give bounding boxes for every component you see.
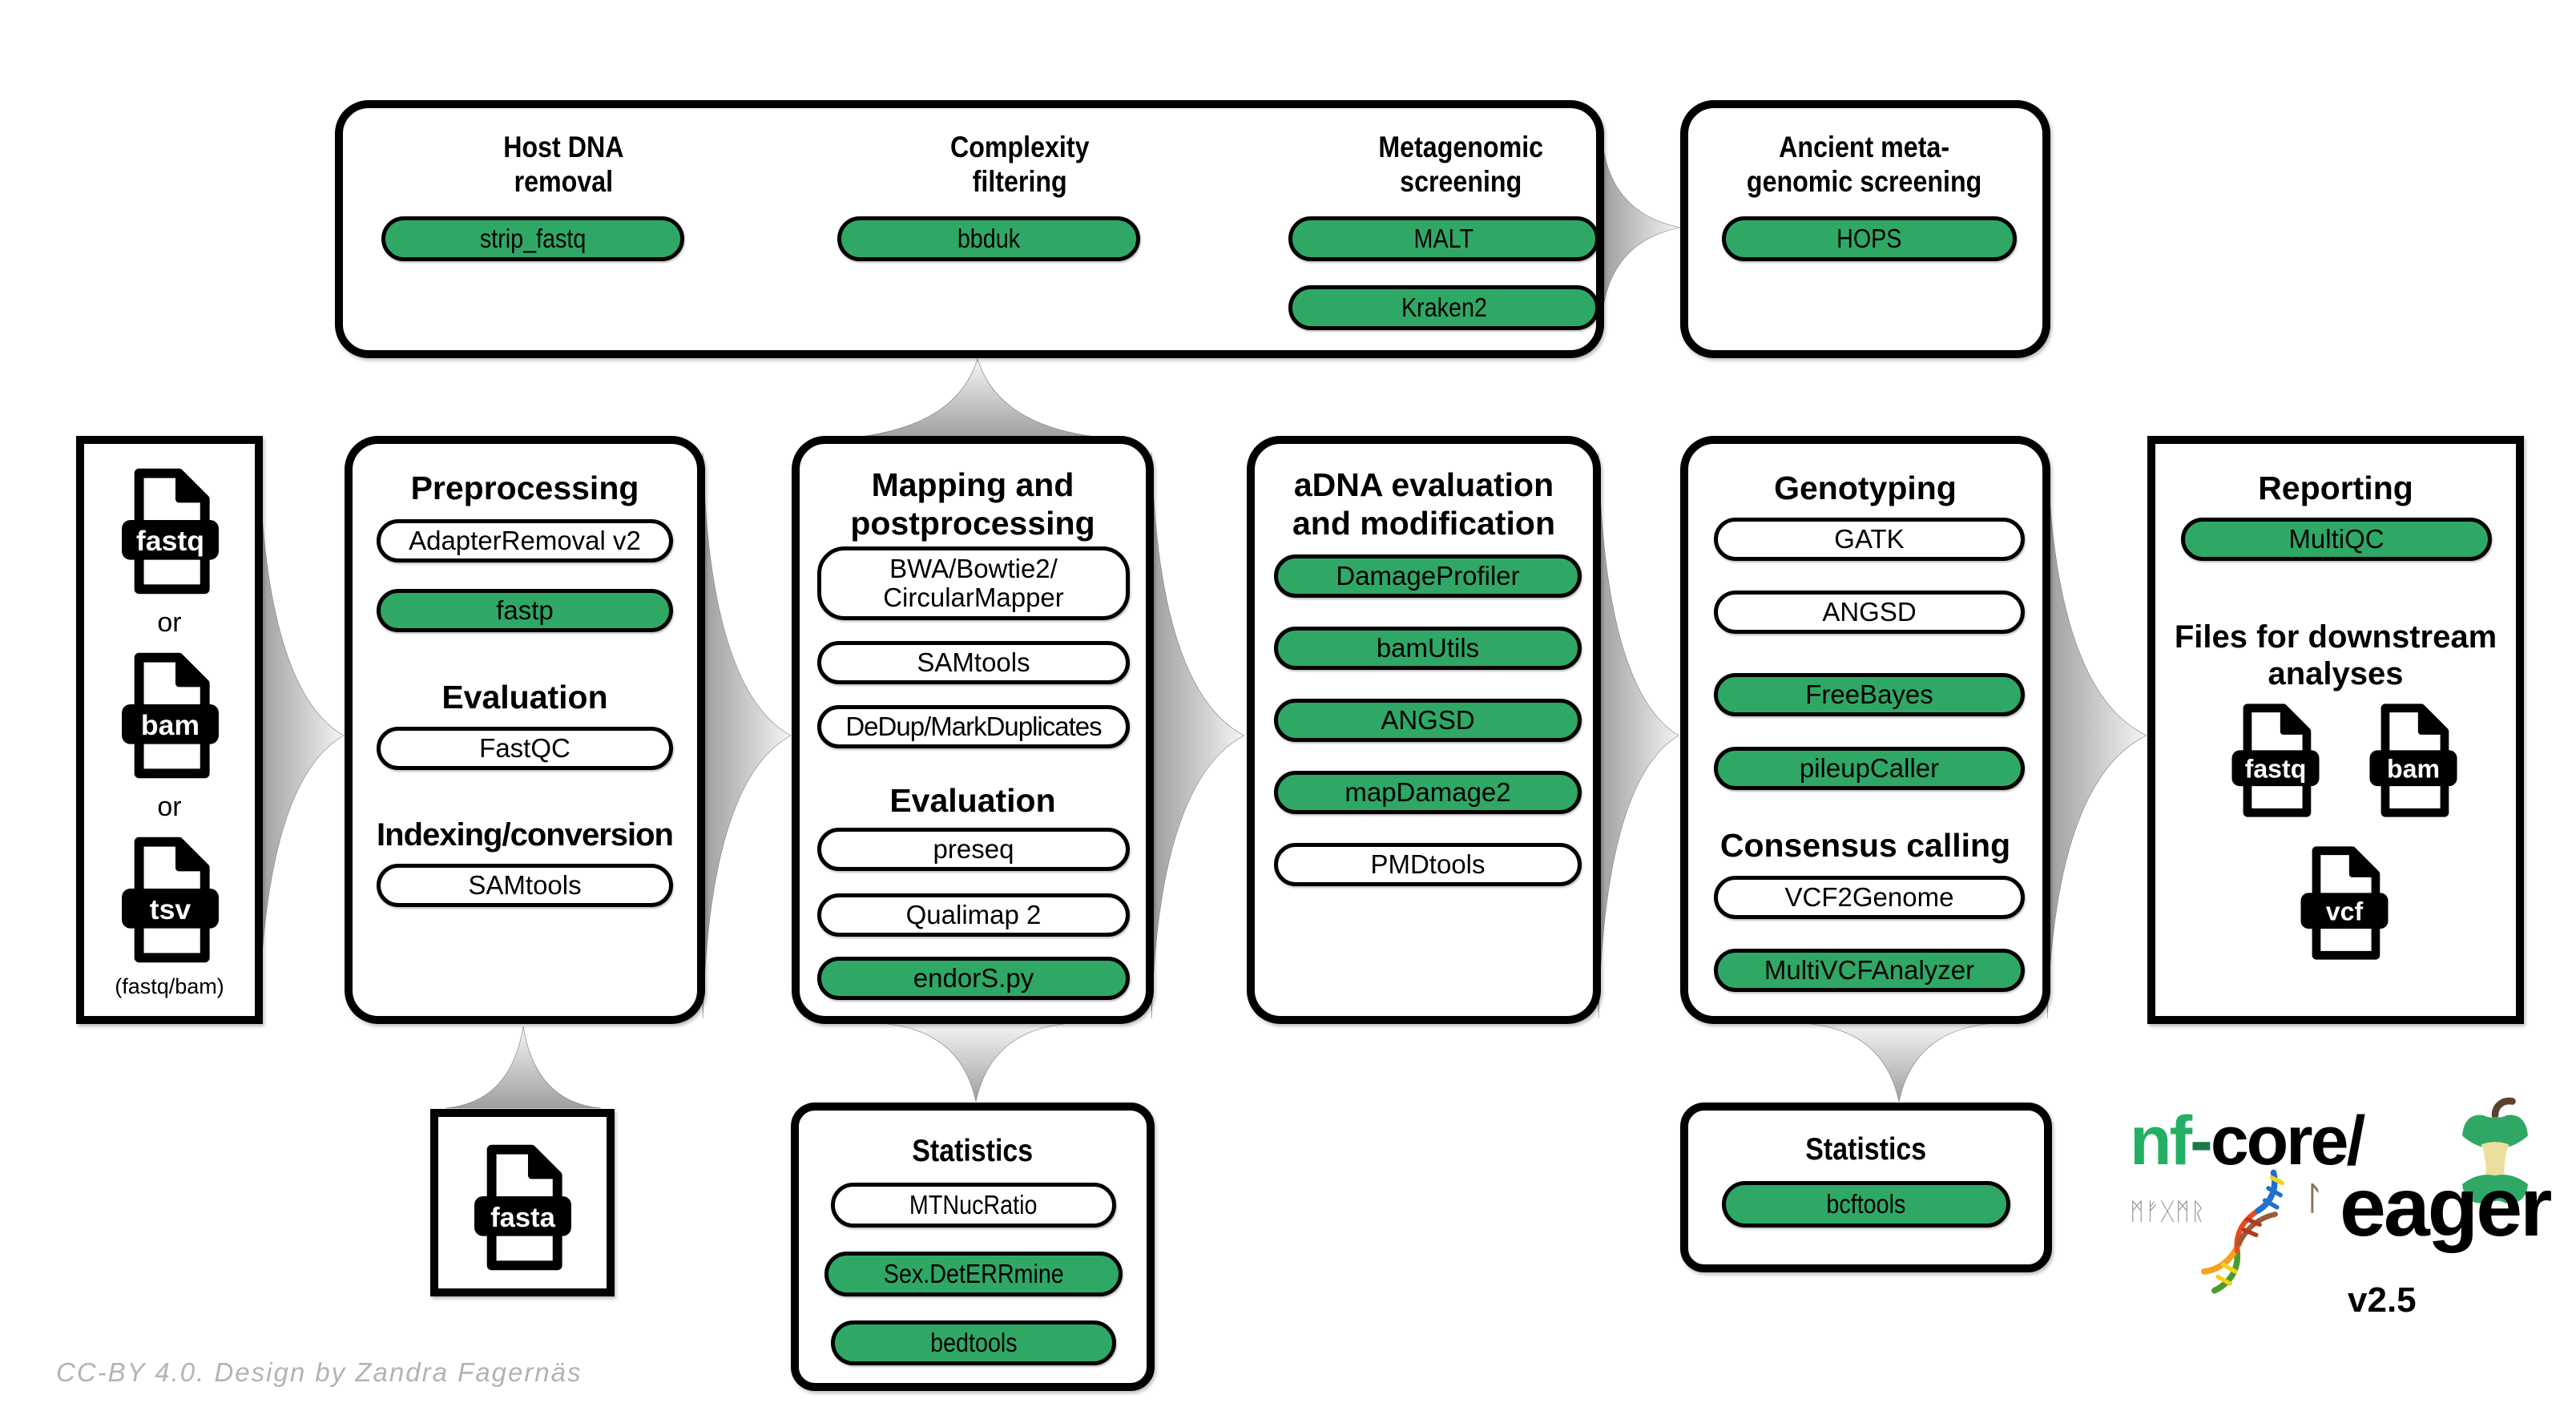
- tool-pill-bwa-bowtie2-circularmapper: BWA/Bowtie2/CircularMapper: [817, 546, 1130, 620]
- tool-pill-pileupcaller: pileupCaller: [1714, 747, 2025, 790]
- statistics-heading: Statistics: [912, 1134, 1034, 1168]
- tool-pill-vcf2genome: VCF2Genome: [1714, 876, 2025, 919]
- evaluation-heading: Evaluation: [441, 679, 608, 716]
- svg-text:fastq: fastq: [136, 525, 204, 557]
- flow-arrow-screening-to-ancient: [1601, 135, 1681, 321]
- tool-pill-mapdamage2: mapDamage2: [1274, 771, 1582, 814]
- tool-pill-malt: MALT: [1288, 216, 1599, 261]
- tool-pill-bbduk: bbduk: [837, 216, 1140, 261]
- flow-arrow-mapping-to-statistics: [880, 1022, 1072, 1103]
- flow-arrow-mapping-to-screening: [832, 358, 1123, 440]
- tool-pill-fastp: fastp: [377, 589, 673, 632]
- statistics-heading: Statistics: [1805, 1132, 1927, 1167]
- license-credit: CC-BY 4.0. Design by Zandra Fagernäs: [56, 1357, 583, 1387]
- eager-logo-text: eager: [2340, 1161, 2553, 1254]
- fastq-file-icon: fastq: [122, 468, 219, 595]
- tool-pill-angsd-adna: ANGSD: [1274, 699, 1582, 742]
- genotyping-box: Genotyping GATK ANGSD FreeBayes pileupCa…: [1680, 436, 2050, 1024]
- nf-core-logo-text: nf-core/: [2130, 1103, 2365, 1179]
- tool-pill-multiqc: MultiQC: [2181, 518, 2492, 561]
- tsv-caption: (fastq/bam): [115, 974, 224, 998]
- statistics-mapping-box: Statistics MTNucRatio Sex.DetERRmine bed…: [791, 1103, 1155, 1391]
- tool-pill-multivcfanalyzer: MultiVCFAnalyzer: [1714, 949, 2025, 992]
- tool-pill-dedup-markduplicates: DeDup/MarkDuplicates: [817, 705, 1130, 748]
- flow-arrow-adna-to-genotyping: [1598, 453, 1679, 1018]
- svg-text:bam: bam: [2387, 754, 2440, 783]
- vcf-file-icon: vcf: [2300, 846, 2389, 960]
- tool-pill-hops: HOPS: [1722, 216, 2017, 261]
- tool-pill-kraken2: Kraken2: [1288, 285, 1599, 330]
- tool-pill-gatk: GATK: [1714, 518, 2025, 561]
- tool-pill-bcftools: bcftools: [1722, 1181, 2010, 1228]
- svg-text:fasta: fasta: [490, 1203, 555, 1233]
- rune-l-icon: ᛚ: [2304, 1181, 2324, 1216]
- svg-text:bam: bam: [141, 709, 200, 741]
- flow-arrow-mapping-to-adna: [1151, 453, 1245, 1018]
- tool-pill-damageprofiler: DamageProfiler: [1274, 554, 1582, 598]
- preprocessing-heading: Preprocessing: [410, 470, 639, 506]
- runes-text: ᛗᚠᚷᛗᚱ: [2130, 1199, 2206, 1225]
- evaluation-heading: Evaluation: [889, 782, 1056, 819]
- fasta-reference-box: fasta: [430, 1109, 615, 1296]
- tool-pill-preseq: preseq: [817, 828, 1130, 871]
- fasta-file-icon: fasta: [474, 1144, 571, 1271]
- bam-file-icon: bam: [122, 652, 219, 779]
- svg-text:vcf: vcf: [2326, 897, 2364, 925]
- tool-pill-endors-py: endorS.py: [817, 957, 1130, 1000]
- ancient-screening-box: Ancient meta-genomic screening HOPS: [1680, 100, 2050, 358]
- tool-pill-sex-determine: Sex.DetERRmine: [824, 1252, 1123, 1296]
- tsv-file-icon: tsv: [122, 837, 219, 963]
- logo-version: v2.5: [2348, 1280, 2417, 1320]
- apple-core-icon: [2462, 1097, 2528, 1203]
- svg-text:fastq: fastq: [2245, 754, 2307, 783]
- tool-pill-angsd-genotyping: ANGSD: [1714, 591, 2025, 634]
- genotyping-heading: Genotyping: [1774, 470, 1957, 506]
- tool-pill-samtools-preprocessing: SAMtools: [377, 864, 673, 907]
- tool-pill-pmdtools: PMDtools: [1274, 843, 1582, 886]
- fastq-file-icon: fastq: [2231, 704, 2320, 817]
- flow-arrow-genotyping-to-reporting: [2046, 453, 2147, 1018]
- flow-arrow-preprocessing-to-mapping: [702, 453, 792, 1018]
- tool-pill-fastqc: FastQC: [377, 727, 673, 770]
- ancient-screening-heading: Ancient meta-genomic screening: [1747, 131, 1982, 198]
- or-label: or: [157, 607, 182, 638]
- preprocessing-box: Preprocessing AdapterRemoval v2 fastp Ev…: [345, 436, 705, 1024]
- consensus-calling-heading: Consensus calling: [1719, 827, 2011, 864]
- tool-pill-qualimap2: Qualimap 2: [817, 893, 1130, 937]
- bam-file-icon: bam: [2369, 704, 2457, 817]
- flow-arrow-genotyping-to-statistics: [1803, 1022, 1995, 1103]
- tool-pill-freebayes: FreeBayes: [1714, 673, 2025, 716]
- input-files-box: fastq or bam or tsv (fastq/bam): [76, 436, 263, 1024]
- tool-pill-adapterremoval: AdapterRemoval v2: [377, 519, 673, 562]
- svg-text:tsv: tsv: [150, 893, 191, 925]
- tool-pill-bamutils: bamUtils: [1274, 627, 1582, 670]
- flow-arrow-input-to-preprocessing: [258, 453, 345, 1018]
- indexing-conversion-heading: Indexing/conversion: [377, 817, 674, 853]
- tool-pill-samtools-mapping: SAMtools: [817, 641, 1130, 684]
- tool-pill-strip-fastq: strip_fastq: [381, 216, 684, 261]
- statistics-genotyping-box: Statistics bcftools: [1680, 1103, 2052, 1272]
- flow-arrow-fasta-to-preprocessing: [445, 1026, 601, 1109]
- or-label: or: [157, 792, 182, 822]
- dna-helix-icon: [2201, 1169, 2285, 1294]
- tool-pill-bedtools: bedtools: [831, 1320, 1116, 1365]
- reporting-heading: Reporting: [2258, 470, 2413, 506]
- tool-pill-mtnucratio: MTNucRatio: [831, 1183, 1116, 1228]
